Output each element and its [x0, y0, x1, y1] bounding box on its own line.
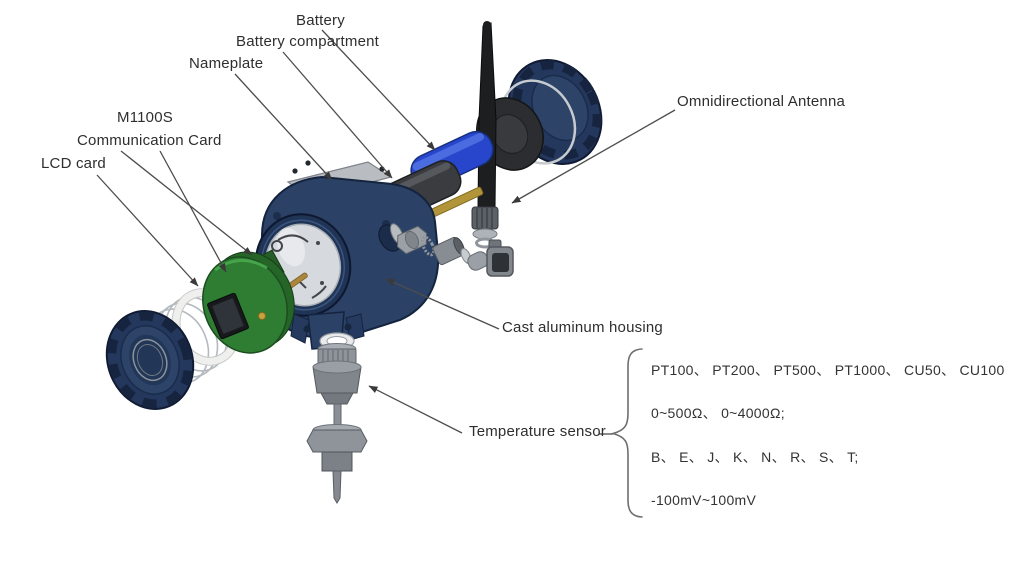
front-cover-cap — [105, 310, 195, 410]
temperature-sensor-assembly — [306, 332, 368, 504]
antenna-whip-icon — [477, 21, 497, 209]
leader-communication-card — [159, 150, 227, 273]
conduit-fittings — [390, 223, 514, 277]
probe-tip — [332, 470, 342, 504]
label-lcd-card: LCD card — [41, 155, 106, 172]
leader-lcd-card — [96, 174, 199, 287]
elbow-fitting — [486, 239, 514, 277]
label-m1100s: M1100S — [117, 109, 173, 126]
leader-omnidirectional-antenna — [511, 109, 676, 204]
lcd-screen — [207, 292, 249, 340]
spec-resistance-ranges: 0~500Ω、 0~4000Ω; — [651, 405, 785, 421]
spec-thermocouple-types: B、 E、 J、 K、 N、 R、 S、 T; — [651, 449, 859, 465]
label-communication-card: Communication Card — [77, 132, 222, 149]
leader-m1100s — [120, 150, 253, 256]
leader-nameplate — [234, 73, 333, 181]
spec-rtd-types: PT100、 PT200、 PT500、 PT1000、 CU50、 CU100 — [651, 362, 1005, 378]
spec-brace — [609, 348, 643, 518]
label-battery-compartment: Battery compartment — [236, 33, 380, 50]
leader-battery — [321, 29, 436, 151]
label-temperature-sensor: Temperature sensor — [469, 423, 606, 440]
leader-cast-aluminum-housing — [385, 278, 500, 330]
communication-card-module — [202, 249, 295, 354]
label-omnidirectional-antenna: Omnidirectional Antenna — [677, 93, 846, 110]
label-nameplate: Nameplate — [189, 55, 264, 72]
label-cast-aluminum-housing: Cast aluminum housing — [502, 319, 663, 336]
leader-temperature-sensor — [368, 385, 463, 434]
leader-battery-compartment — [282, 51, 393, 179]
antenna-base-fitting — [471, 206, 499, 249]
label-battery: Battery — [296, 12, 345, 29]
leader-lines — [96, 29, 676, 435]
spec-millivolt-range: -100mV~100mV — [651, 492, 757, 508]
